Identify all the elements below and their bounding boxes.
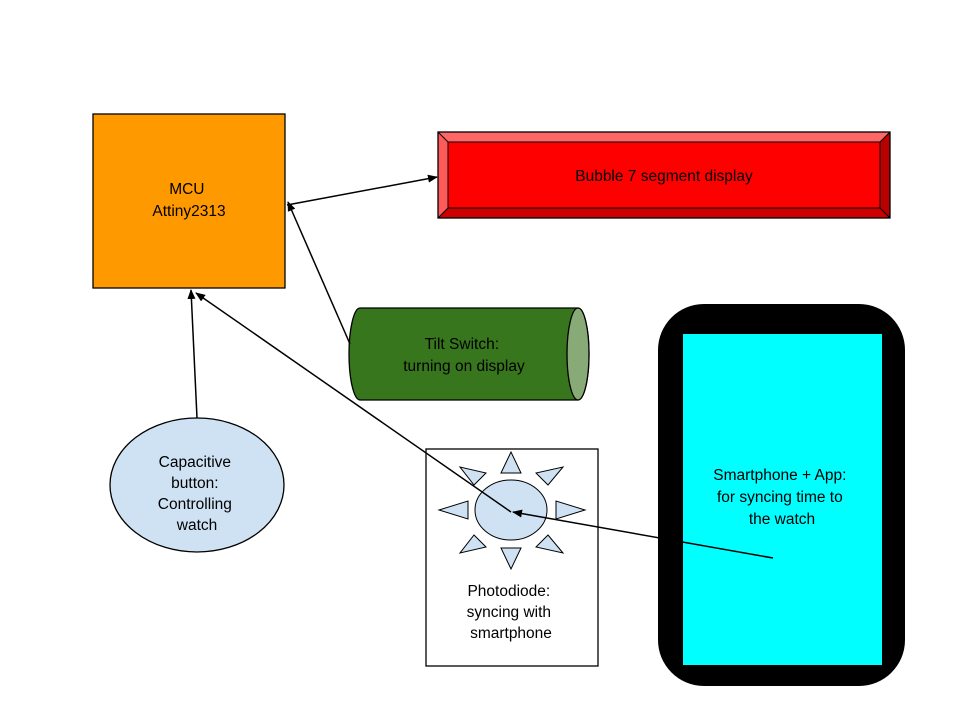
connectors [187, 174, 774, 559]
arrow-smartphone-to-photodiode [512, 509, 774, 559]
smartphone-screen [683, 334, 882, 665]
sun-ray-left [437, 500, 469, 520]
tilt-switch-body [348, 307, 590, 401]
sun-ray-top-left [458, 466, 487, 486]
sun-core [474, 479, 548, 541]
photodiode-label: Photodiode: syncing with smartphone [467, 583, 556, 642]
smartphone-label-line-3: the watch [749, 511, 815, 528]
smartphone-node[interactable]: Smartphone + App: for syncing time to th… [658, 304, 905, 686]
sun-ray-right [555, 500, 587, 520]
photodiode-label-line-1: Photodiode: [467, 583, 550, 600]
display-label: Bubble 7 segment display [575, 168, 753, 185]
tilt-switch-node[interactable]: Tilt Switch: turning on display [348, 307, 590, 401]
display-face [448, 142, 880, 208]
display-inner-outline [447, 141, 881, 209]
mcu-label: MCU Attiny2313 [152, 181, 225, 220]
smartphone-label-line-1: Smartphone + App: [713, 467, 846, 484]
smartphone-label-line-2: for syncing time to [717, 489, 843, 506]
capacitive-button-label-line-2: button: [171, 475, 218, 492]
display-corner-bl [437, 207, 449, 219]
capacitive-button-label: Capacitive button: Controlling watch [158, 454, 236, 534]
sun-icon [437, 450, 587, 571]
display-node[interactable]: Bubble 7 segment display [437, 131, 891, 219]
display-bevel-right [880, 132, 890, 218]
display-corner-tr [879, 131, 891, 143]
arrow-photodiode-to-mcu [195, 292, 512, 513]
smartphone-label: Smartphone + App: for syncing time to th… [713, 467, 850, 528]
mcu-label-line-1: MCU [169, 181, 204, 198]
tilt-switch-label-line-2: turning on display [403, 358, 525, 375]
photodiode-node[interactable]: Photodiode: syncing with smartphone [425, 448, 599, 667]
arrow-mcu-to-display [286, 174, 438, 206]
mcu-node[interactable]: MCU Attiny2313 [92, 113, 286, 289]
photodiode-label-line-3: smartphone [470, 625, 552, 642]
capacitive-button-label-line-3: Controlling [158, 496, 232, 513]
capacitive-button-node[interactable]: Capacitive button: Controlling watch [109, 417, 285, 553]
tilt-switch-label-line-1: Tilt Switch: [425, 336, 499, 353]
arrow-tilt-switch-to-mcu [287, 201, 351, 345]
display-outline [437, 131, 891, 219]
capacitive-button-label-line-4: watch [176, 517, 218, 534]
capacitive-button-label-line-1: Capacitive [159, 454, 231, 471]
arrow-button-to-mcu [187, 289, 198, 419]
sun-ray-bottom-left [458, 534, 487, 554]
sun-ray-top [500, 450, 522, 474]
display-bevel-left [438, 132, 448, 218]
display-corner-br [879, 207, 891, 219]
sun-ray-bottom-right [535, 534, 565, 554]
tilt-switch-label: Tilt Switch: turning on display [403, 336, 525, 375]
tilt-switch-end-cap [566, 307, 590, 401]
display-corner-tl [437, 131, 449, 143]
photodiode-label-line-2: syncing with [467, 604, 551, 621]
mcu-box [92, 113, 286, 289]
display-bevel-top [438, 132, 890, 142]
display-label-line-1: Bubble 7 segment display [575, 168, 753, 185]
sun-ray-bottom [500, 547, 522, 571]
display-bevel-bottom [438, 208, 890, 218]
sun-ray-top-right [535, 466, 565, 486]
mcu-label-line-2: Attiny2313 [152, 203, 225, 220]
